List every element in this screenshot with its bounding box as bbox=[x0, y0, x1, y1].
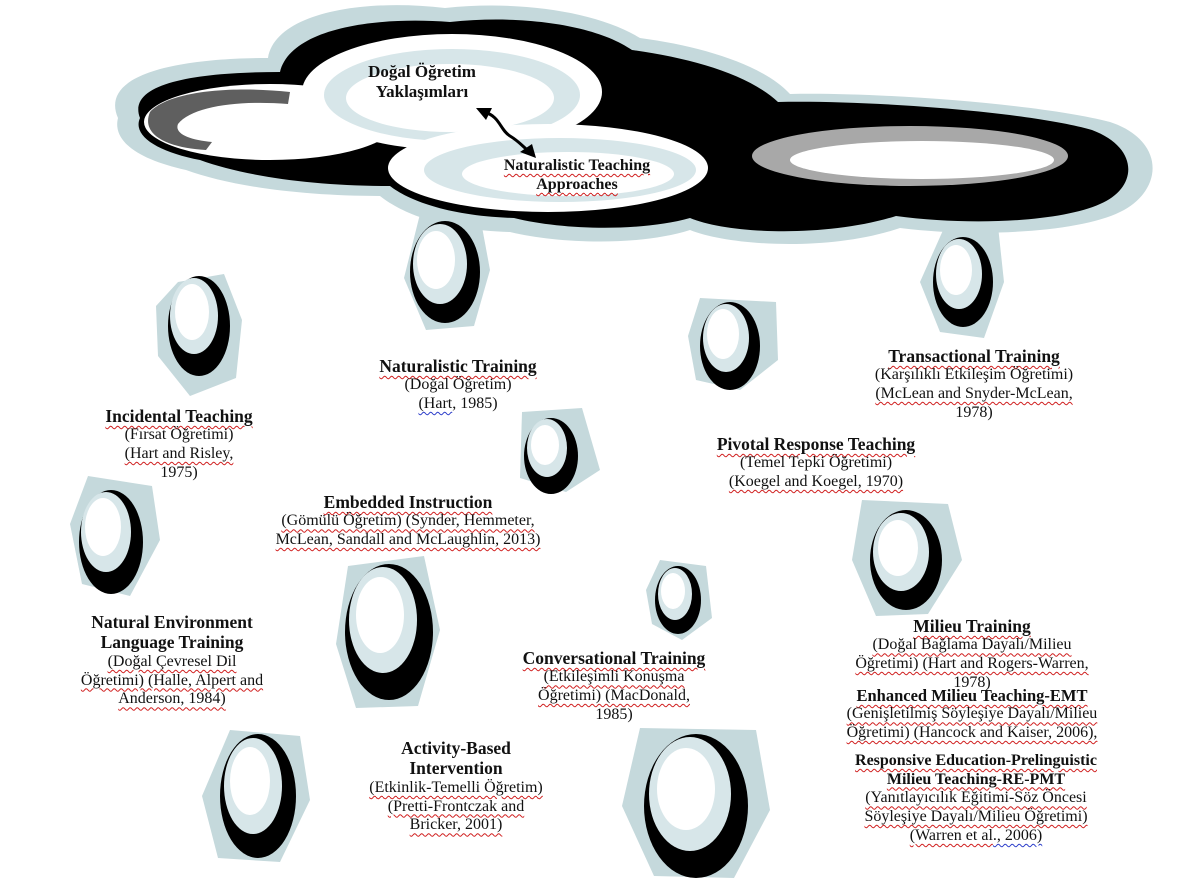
approach-title: Incidental Teaching bbox=[105, 406, 253, 426]
approach-citation-year: , 1985) bbox=[452, 395, 498, 413]
approach-title-line2: Language Training bbox=[100, 632, 244, 653]
approach-citation: (Hart and Risley, bbox=[124, 445, 234, 463]
approach-citation: Öğretimi) (MacDonald, bbox=[538, 687, 690, 705]
approach-title-line1: Activity-Based bbox=[401, 738, 511, 758]
approach-title: Embedded Instruction bbox=[323, 492, 493, 512]
approach-subtitle-line2: Söyleşiye Dayalı/Milieu Öğretimi) bbox=[864, 808, 1088, 826]
approach-subtitle: (Karşılıklı Etkileşim Öğretimi) bbox=[874, 366, 1074, 384]
approach-citation: (Warren et al., 2006) bbox=[776, 827, 1176, 846]
approach-subtitle: (Genişletilmiş Söyleşiye Dayalı/Milieu bbox=[846, 705, 1098, 723]
approach-citation: McLean, Sandall and McLaughlin, 2013) bbox=[275, 531, 541, 549]
approach-subtitle: (Doğal Çevresel Dil bbox=[107, 652, 237, 670]
cloud-title-en-line2: Approaches bbox=[536, 176, 618, 194]
approach-title-line2: Milieu Teaching-RE-PMT bbox=[886, 770, 1066, 788]
approach-subtitle: (Etkinlik-Temelli Öğretim) bbox=[369, 778, 543, 796]
approach-citation-year: ., 2006) bbox=[992, 826, 1043, 844]
drop-9 bbox=[646, 560, 712, 640]
approach-citation: Öğretimi) (Hart and Rogers-Warren, bbox=[855, 655, 1089, 673]
approach-citation: Öğretimi) (Hancock and Kaiser, 2006), bbox=[846, 724, 1098, 742]
cloud-ring-dark bbox=[148, 89, 290, 150]
drop-11 bbox=[622, 728, 770, 878]
cloud-title-en-line1: Naturalistic Teaching bbox=[503, 157, 651, 174]
approach-title: Pivotal Response Teaching bbox=[716, 434, 916, 454]
approach-title: Milieu Training bbox=[913, 616, 1031, 636]
approach-citation: (McLean and Snyder-McLean, bbox=[875, 385, 1073, 403]
approach-citation: (Pretti-Frontczak and bbox=[387, 797, 525, 815]
cloud-lobe-center-core bbox=[346, 64, 554, 132]
approach-subtitle: (Doğal Öğretim) bbox=[404, 376, 512, 394]
approach-activity-based-intervention: Activity-Based Intervention (Etkinlik-Te… bbox=[290, 738, 622, 835]
approach-title-line2: Intervention bbox=[409, 758, 503, 779]
approach-natural-environment-language-training: Natural Environment Language Training (D… bbox=[0, 612, 344, 709]
approach-citation-year: Anderson, 1984) bbox=[118, 690, 226, 708]
drop-10 bbox=[202, 730, 310, 862]
approach-citation: (Koegel and Koegel, 1970) bbox=[728, 473, 904, 491]
approach-responsive-education-pmt: Responsive Education-Prelinguistic Milie… bbox=[776, 752, 1176, 846]
approach-subtitle: (Fırsat Öğretimi) bbox=[124, 426, 234, 444]
approach-citation-year: 1985) bbox=[595, 705, 633, 723]
approach-enhanced-milieu-teaching: Enhanced Milieu Teaching-EMT (Genişletil… bbox=[770, 686, 1174, 743]
approach-subtitle: (Temel Tepki Öğretimi) bbox=[739, 454, 893, 472]
approach-subtitle: (Doğal Bağlama Dayalı/Milieu bbox=[872, 636, 1072, 654]
cloud-ring-light-core bbox=[790, 141, 1054, 179]
drop-6 bbox=[70, 476, 160, 596]
drop-4 bbox=[920, 226, 1004, 338]
approach-pivotal-response-teaching: Pivotal Response Teaching (Temel Tepki Ö… bbox=[636, 434, 996, 492]
cloud-title-tr-line1: Doğal Öğretim bbox=[368, 62, 476, 81]
cloud-title-tr: Doğal Öğretim Yaklaşımları bbox=[322, 62, 522, 103]
drop-1 bbox=[156, 274, 242, 396]
drop-2 bbox=[404, 214, 490, 330]
approach-title-line1: Responsive Education-Prelinguistic bbox=[855, 752, 1097, 769]
drop-5 bbox=[520, 408, 600, 494]
approach-subtitle: (Yanıtlayıcılık Eğitimi-Söz Öncesi bbox=[865, 789, 1087, 807]
approach-citation: (Hart, 1985) bbox=[318, 395, 598, 414]
approach-conversational-training: Conversational Training (Etkileşimli Kon… bbox=[456, 648, 772, 725]
approach-citation-author: (Warren et al bbox=[909, 826, 993, 844]
approach-embedded-instruction: Embedded Instruction (Gömülü Öğretim) (S… bbox=[160, 492, 656, 550]
cloud-lobe-right-core bbox=[462, 152, 674, 196]
cloud-shape bbox=[115, 5, 1153, 245]
bidirectional-arrow bbox=[476, 108, 536, 158]
cloud-title-en: Naturalistic Teaching Approaches bbox=[452, 156, 702, 194]
drop-8 bbox=[336, 556, 440, 708]
approach-title: Enhanced Milieu Teaching-EMT bbox=[856, 686, 1088, 705]
approach-title: Conversational Training bbox=[522, 648, 706, 668]
approach-milieu-training: Milieu Training (Doğal Bağlama Dayalı/Mi… bbox=[782, 616, 1162, 693]
approach-citation-year: 1978) bbox=[953, 673, 991, 691]
cloud-title-tr-line2: Yaklaşımları bbox=[375, 82, 469, 102]
approach-transactional-training: Transactional Training (Karşılıklı Etkil… bbox=[784, 346, 1164, 423]
approach-naturalistic-training: Naturalistic Training (Doğal Öğretim) (H… bbox=[318, 356, 598, 414]
drop-3 bbox=[688, 298, 778, 390]
approach-citation: Öğretimi) (Halle, Alpert and bbox=[80, 671, 264, 689]
approach-title: Naturalistic Training bbox=[379, 356, 537, 376]
approach-citation-author: (Hart bbox=[418, 395, 453, 413]
approach-citation-year: Bricker, 2001) bbox=[409, 816, 503, 834]
approach-title: Transactional Training bbox=[888, 346, 1060, 366]
approach-subtitle: (Gömülü Öğretim) (Synder, Hemmeter, bbox=[281, 512, 535, 530]
drop-7 bbox=[852, 500, 962, 616]
approach-citation-year: 1978) bbox=[955, 403, 993, 421]
approach-subtitle: (Etkileşimli Konuşma bbox=[543, 668, 685, 686]
approach-incidental-teaching: Incidental Teaching (Fırsat Öğretimi) (H… bbox=[44, 406, 314, 483]
approach-citation-year: 1975) bbox=[160, 463, 198, 481]
approach-title-line1: Natural Environment bbox=[91, 612, 253, 632]
